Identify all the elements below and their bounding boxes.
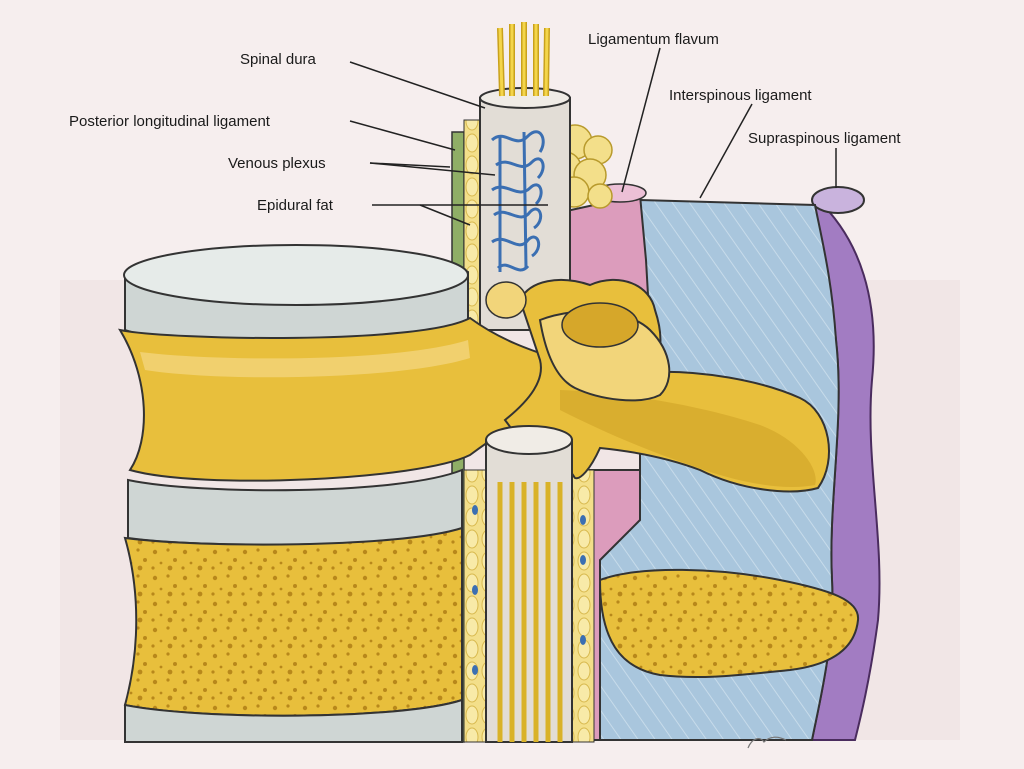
lower-disc-bottom	[124, 698, 463, 743]
spinal-dura-lower-opening	[485, 425, 573, 455]
vertebral-body-lower	[123, 526, 463, 717]
spinous-process-shade	[560, 390, 816, 488]
leader-lines	[349, 47, 837, 226]
label-epidural-fat: Epidural fat	[257, 197, 334, 214]
pedicle-knob	[485, 281, 527, 319]
label-ligamentum-flavum: Ligamentum flavum	[588, 31, 719, 48]
label-spinal-dura: Spinal dura	[240, 51, 317, 68]
disc-top-surface	[123, 244, 469, 306]
cauda-equina-roots	[497, 482, 563, 742]
venous-dots	[472, 505, 586, 675]
spinal-nerve-roots-upper-highlight	[498, 22, 549, 97]
lower-spinous-process	[598, 568, 860, 679]
vertebral-body-upper-shade	[140, 340, 470, 378]
label-posterior-longitudinal-ligament: Posterior longitudinal ligament	[69, 113, 271, 130]
label-interspinous-ligament: Interspinous ligament	[669, 87, 812, 104]
epidural-fat-lower-right	[571, 469, 595, 743]
articular-facet	[561, 302, 639, 348]
label-venous-plexus: Venous plexus	[228, 155, 326, 172]
label-supraspinous-ligament: Supraspinous ligament	[748, 130, 901, 147]
venous-plexus	[490, 130, 545, 272]
artist-signature	[747, 736, 787, 749]
supraspinous-ligament-top	[811, 186, 865, 214]
